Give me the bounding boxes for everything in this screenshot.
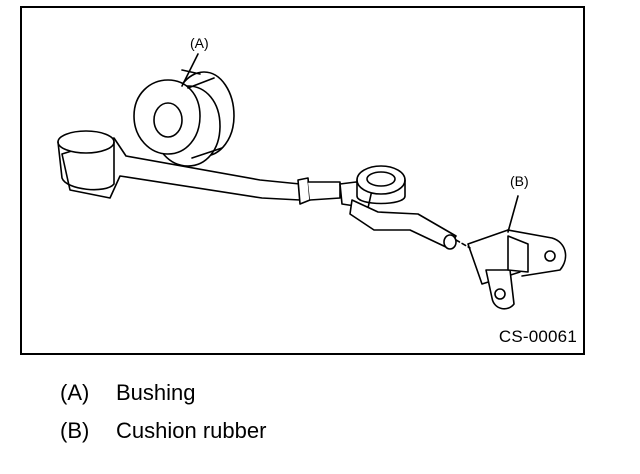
legend-item-bushing: (A) Bushing — [60, 380, 560, 418]
legend-item-cushion-rubber: (B) Cushion rubber — [60, 418, 560, 456]
callout-label-a: (A) — [190, 35, 209, 51]
centre-line — [455, 239, 471, 249]
legend: (A) Bushing (B) Cushion rubber — [60, 380, 560, 456]
legend-label: Cushion rubber — [116, 418, 267, 443]
figure-id-label: CS-00061 — [498, 327, 577, 346]
linkage-diagram: (A) (B) — [57, 35, 567, 310]
linkage-arm — [57, 130, 341, 205]
figure-frame: (A) (B) CS-00061 — [20, 6, 585, 355]
pivot-boss — [339, 165, 457, 250]
legend-key: (B) — [60, 418, 90, 443]
cushion-rubber-part — [467, 229, 567, 310]
leader-line-b — [507, 195, 519, 233]
bushing-part — [133, 69, 235, 167]
legend-key: (A) — [60, 380, 90, 405]
leader-line-a — [181, 53, 199, 87]
callout-label-b: (B) — [510, 173, 529, 189]
legend-label: Bushing — [116, 380, 196, 405]
